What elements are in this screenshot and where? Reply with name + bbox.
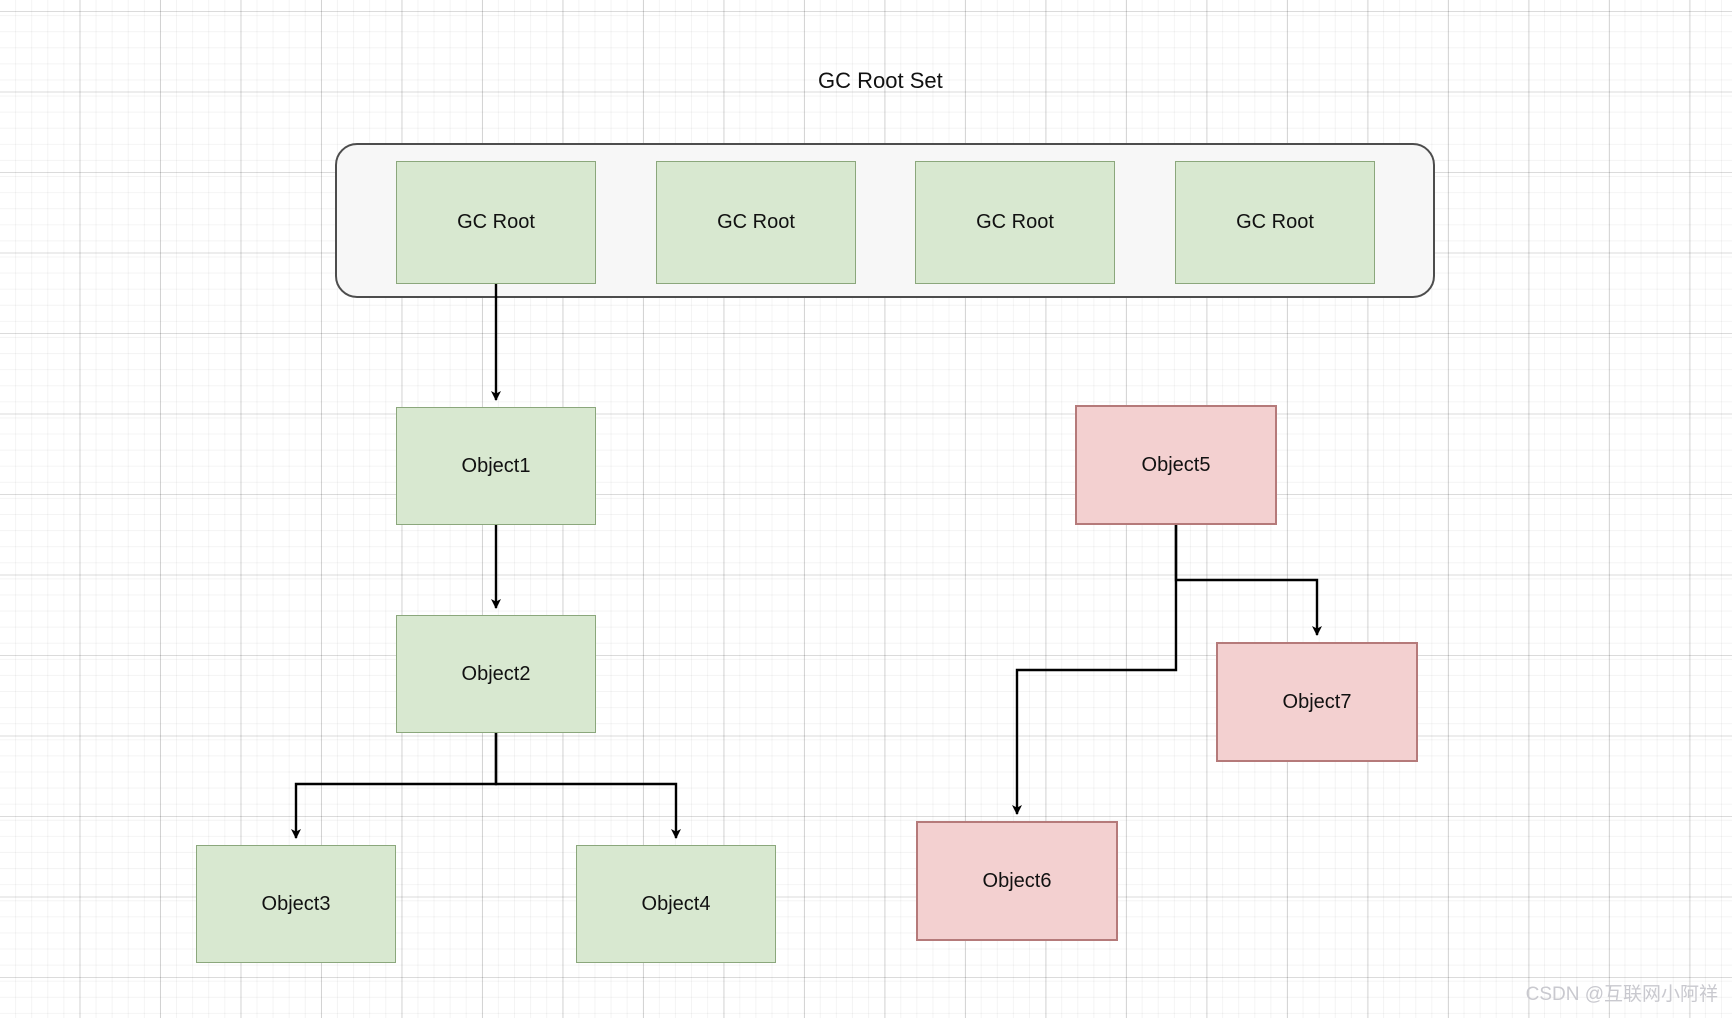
node-object2-label: Object2 bbox=[461, 662, 531, 685]
edge-object2-to-object4 bbox=[494, 733, 681, 839]
gc-root-box-3[interactable]: GC Root bbox=[915, 161, 1115, 284]
csdn-watermark: CSDN @互联网小阿祥 bbox=[1525, 984, 1718, 1005]
node-object4[interactable]: Object4 bbox=[576, 845, 776, 963]
edge-object5-to-object6 bbox=[1012, 525, 1178, 815]
node-object2[interactable]: Object2 bbox=[396, 615, 596, 733]
node-object7[interactable]: Object7 bbox=[1216, 642, 1418, 762]
node-object7-label: Object7 bbox=[1282, 690, 1352, 713]
gc-root-label-2: GC Root bbox=[717, 211, 795, 233]
node-object3[interactable]: Object3 bbox=[196, 845, 396, 963]
gc-root-label-4: GC Root bbox=[1236, 211, 1314, 233]
node-object5-label: Object5 bbox=[1141, 453, 1211, 476]
node-object1-label: Object1 bbox=[461, 454, 531, 477]
node-object6-label: Object6 bbox=[982, 869, 1052, 892]
node-object5[interactable]: Object5 bbox=[1075, 405, 1277, 525]
gc-root-box-1[interactable]: GC Root bbox=[396, 161, 596, 284]
node-object1[interactable]: Object1 bbox=[396, 407, 596, 525]
gc-root-label-1: GC Root bbox=[457, 211, 535, 233]
edge-object2-to-object3 bbox=[291, 733, 498, 839]
gc-root-label-3: GC Root bbox=[976, 211, 1054, 233]
edge-object5-to-object7 bbox=[1174, 525, 1322, 636]
node-object4-label: Object4 bbox=[641, 892, 711, 915]
node-object6[interactable]: Object6 bbox=[916, 821, 1118, 941]
page-title: GC Root Set bbox=[818, 68, 943, 93]
node-object3-label: Object3 bbox=[261, 892, 331, 915]
gc-root-box-4[interactable]: GC Root bbox=[1175, 161, 1375, 284]
gc-root-box-2[interactable]: GC Root bbox=[656, 161, 856, 284]
